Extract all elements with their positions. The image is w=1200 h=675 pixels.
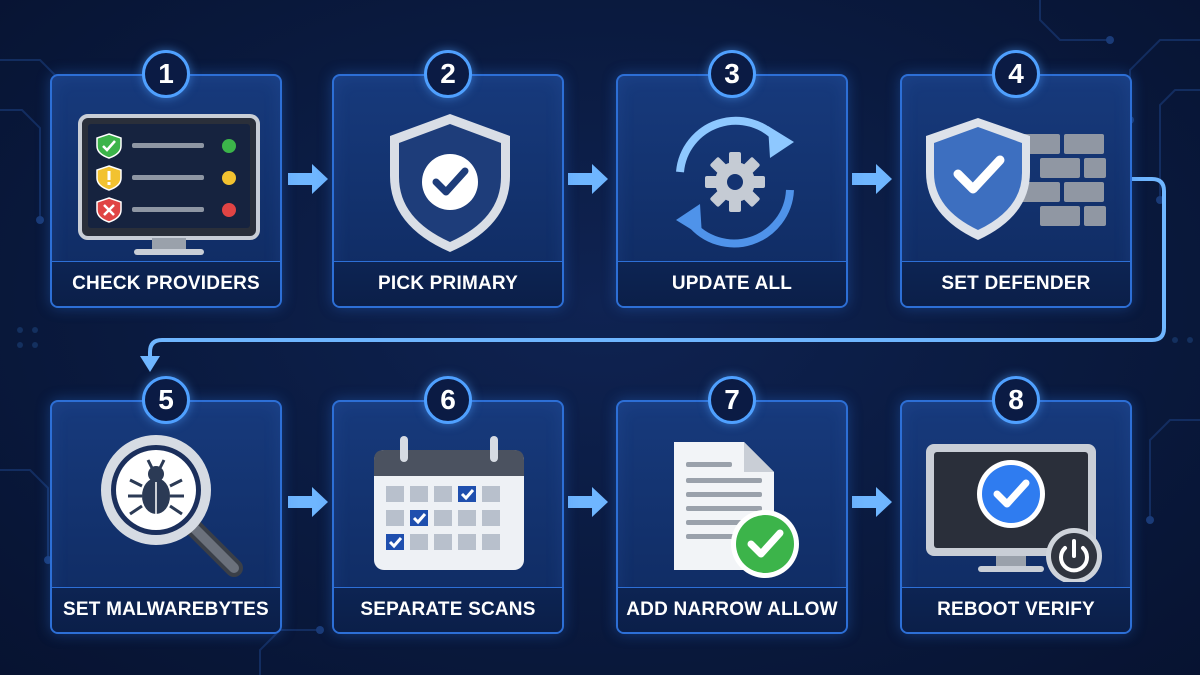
step-label-6: SEPARATE SCANS xyxy=(360,599,536,620)
step-label-bar-1: CHECK PROVIDERS xyxy=(52,261,280,306)
step-label-bar-3: UPDATE ALL xyxy=(618,261,846,306)
row-wrap-arrowhead xyxy=(140,356,160,372)
step-card-5: SET MALWAREBYTES xyxy=(50,400,282,634)
step-badge-8: 8 xyxy=(992,376,1040,424)
step-card-3: UPDATE ALL xyxy=(616,74,848,308)
row-wrap-connector xyxy=(148,177,1166,358)
step-card-2: PICK PRIMARY xyxy=(332,74,564,308)
shield-check-icon xyxy=(390,114,510,252)
step-label-bar-8: REBOOT VERIFY xyxy=(902,587,1130,632)
step-label-bar-2: PICK PRIMARY xyxy=(334,261,562,306)
document-check-icon xyxy=(674,442,799,578)
step-badge-3: 3 xyxy=(708,50,756,98)
monitor-status-list-icon xyxy=(78,114,260,255)
shield-firewall-icon xyxy=(926,118,1106,240)
arrow-1-2 xyxy=(288,164,328,194)
magnifier-bug-icon xyxy=(101,435,243,577)
step-badge-1: 1 xyxy=(142,50,190,98)
step-label-bar-4: SET DEFENDER xyxy=(902,261,1130,306)
calendar-check-icon xyxy=(374,436,524,570)
arrow-2-3 xyxy=(568,164,608,194)
step-badge-2: 2 xyxy=(424,50,472,98)
step-badge-4: 4 xyxy=(992,50,1040,98)
step-card-4: SET DEFENDER xyxy=(900,74,1132,308)
monitor-power-icon xyxy=(926,444,1102,582)
step-label-8: REBOOT VERIFY xyxy=(937,599,1095,620)
step-label-bar-5: SET MALWAREBYTES xyxy=(52,587,280,632)
step-label-4: SET DEFENDER xyxy=(941,273,1091,294)
step-label-1: CHECK PROVIDERS xyxy=(72,273,260,294)
arrow-5-6 xyxy=(288,487,328,517)
step-card-7: ADD NARROW ALLOW xyxy=(616,400,848,634)
step-card-6: SEPARATE SCANS xyxy=(332,400,564,634)
arrow-3-4 xyxy=(852,164,892,194)
step-card-1: CHECK PROVIDERS xyxy=(50,74,282,308)
arrow-7-8 xyxy=(852,487,892,517)
step-label-5: SET MALWAREBYTES xyxy=(63,599,269,620)
step-badge-5: 5 xyxy=(142,376,190,424)
step-label-3: UPDATE ALL xyxy=(671,273,793,294)
step-label-2: PICK PRIMARY xyxy=(378,273,518,294)
gear-sync-icon xyxy=(676,116,794,248)
step-label-bar-6: SEPARATE SCANS xyxy=(334,587,562,632)
step-label-7: ADD NARROW ALLOW xyxy=(626,599,838,620)
step-badge-6: 6 xyxy=(424,376,472,424)
arrow-6-7 xyxy=(568,487,608,517)
step-badge-7: 7 xyxy=(708,376,756,424)
step-label-bar-7: ADD NARROW ALLOW xyxy=(618,587,846,632)
step-card-8: REBOOT VERIFY xyxy=(900,400,1132,634)
